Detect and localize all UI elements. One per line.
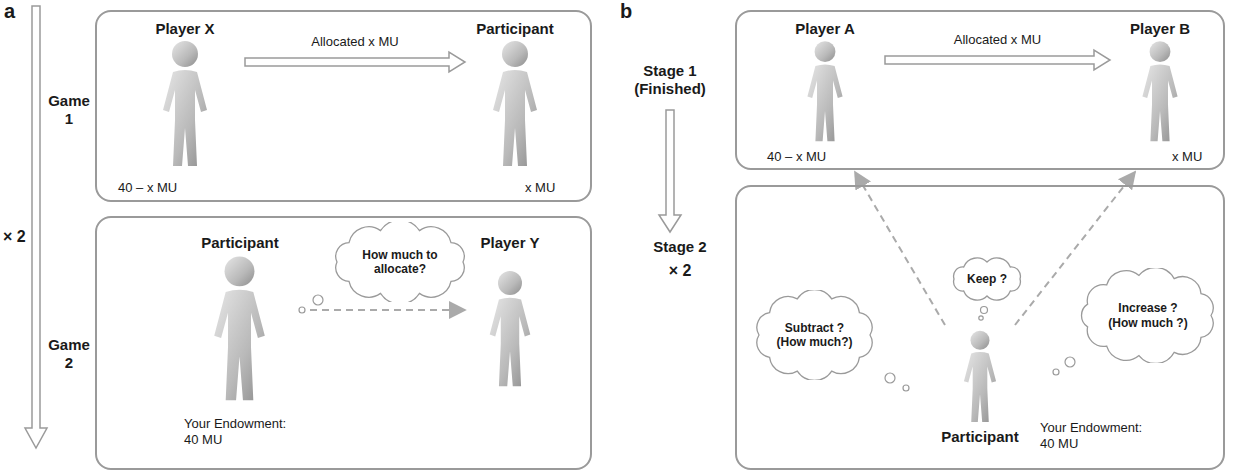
node-heading: Stage 2 [640, 238, 720, 256]
stage-arrow [659, 110, 681, 232]
game-panel: Game 2ParticipantYour Endowment: 40 MUHo… [95, 216, 592, 470]
node-heading: Game 1 [44, 92, 94, 128]
amount-text: x MU [1172, 149, 1218, 165]
transfer-arrow [245, 52, 465, 72]
player-figure: Player X 40 – x MU [105, 18, 245, 200]
repeat-count: × 2 [3, 228, 29, 246]
amount-text: 40 – x MU [118, 180, 208, 196]
thought-cloud: Keep ? [947, 255, 1027, 303]
thought-cloud: How much to allocate? [330, 222, 470, 302]
panel-letter: a [4, 0, 24, 23]
cloud-outline [757, 290, 872, 380]
game-panel: Stage 2Subtract ? (How much?)Keep ?Incre… [735, 185, 1225, 470]
node-heading: Player Y [470, 234, 550, 252]
repeat-count: × 2 [660, 262, 700, 280]
player-figure: Player A 40 – x MU [765, 18, 885, 170]
node-heading: Player X [145, 20, 225, 38]
thought-cloud: Subtract ? (How much?) [752, 290, 877, 380]
person-figure [163, 41, 207, 166]
cloud-outline [1081, 268, 1213, 363]
thought-text: Increase ? (How much ?) [1103, 301, 1193, 330]
person-figure [214, 256, 265, 400]
player-figure: Participant x MU [465, 18, 575, 200]
thought-text: Subtract ? (How much?) [775, 321, 855, 350]
node-heading: Participant [470, 20, 560, 38]
amount-text: 40 – x MU [767, 149, 847, 165]
person-figure [807, 41, 842, 141]
node-heading: Stage 1 (Finished) [625, 62, 715, 98]
player-figure: ParticipantYour Endowment: 40 MU [180, 232, 310, 467]
person-figure [964, 331, 996, 422]
amount-text: Your Endowment: 40 MU [1040, 420, 1160, 451]
thought-text: Keep ? [967, 272, 1007, 286]
transfer-arrow [885, 50, 1110, 70]
player-figure: Player B x MU [1110, 18, 1220, 170]
edge-label: Allocated x MU [308, 34, 401, 49]
player-figure: Participant Your Endowment: 40 MU [930, 325, 1165, 465]
thought-text: How much to allocate? [352, 248, 448, 277]
person-figure [1142, 41, 1177, 141]
person-figure [493, 41, 537, 166]
node-heading: Game 2 [44, 336, 94, 372]
node-heading: Participant [195, 234, 285, 252]
thought-cloud: Increase ? (How much ?) [1078, 268, 1218, 363]
repeat-arrow [25, 6, 47, 448]
node-heading: Player A [785, 20, 865, 38]
panel-letter: b [620, 0, 640, 23]
person-figure [490, 271, 531, 386]
node-heading: Player B [1120, 20, 1200, 38]
dashed-arrow [310, 309, 465, 311]
amount-text: Your Endowment: 40 MU [184, 416, 304, 447]
thought-bubbles [299, 295, 1075, 391]
cloud-outline [954, 258, 1021, 300]
node-heading: Participant [940, 428, 1020, 446]
dashed-arrow [855, 172, 945, 325]
player-figure: Player Y [465, 232, 560, 402]
edge-label: Allocated x MU [951, 32, 1044, 47]
amount-text: x MU [525, 180, 575, 196]
cloud-outline [336, 222, 464, 302]
